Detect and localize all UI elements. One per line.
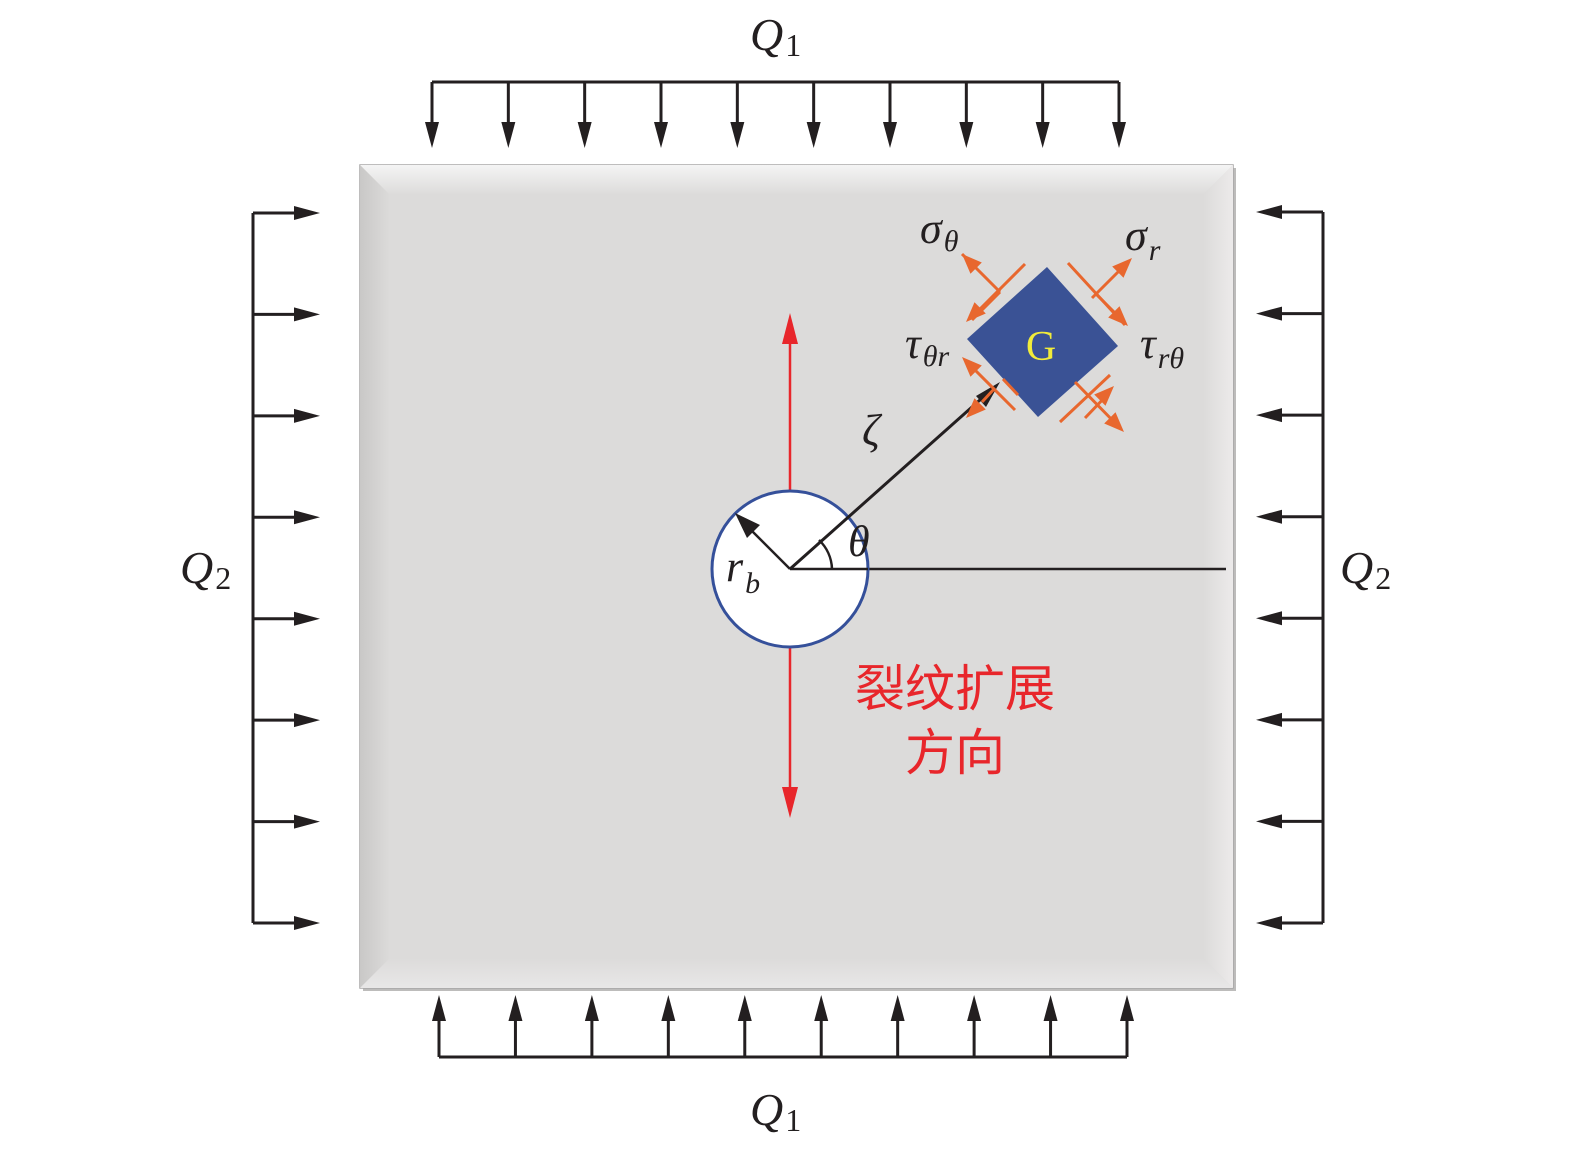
bottom-load-arrow-head: [508, 995, 523, 1021]
crack-direction-arrows: [782, 313, 798, 818]
tau-r-theta-arrow-up: [1094, 386, 1114, 406]
tau-r-theta-arrow-down: [1104, 412, 1124, 432]
tau-theta-r-label: τθr: [905, 319, 949, 373]
top-load-arrow-head: [959, 122, 974, 148]
bottom-load-arrow-head: [890, 995, 905, 1021]
right-load-arrow-head: [1256, 712, 1282, 727]
top-load-label: Q1: [750, 9, 801, 63]
stress-element-label: G: [1026, 324, 1056, 370]
bottom-load-arrow-head: [737, 995, 752, 1021]
top-load-arrow-head: [654, 122, 668, 148]
load-arrows: [251, 80, 1325, 1059]
sigma-theta-label: σθ: [920, 204, 959, 258]
bottom-load-arrow-head: [814, 995, 829, 1021]
top-load-arrow-head: [1112, 122, 1126, 148]
top-load-arrow-head: [425, 122, 439, 148]
sigma-r-arrow-in: [1108, 306, 1128, 326]
angle-label: θ: [848, 517, 870, 566]
crack-arrow-up-head: [782, 313, 798, 344]
bottom-load-arrow-head: [584, 995, 599, 1021]
crack-direction-label-line2: 方向: [905, 724, 1005, 782]
tau-r-theta-label: τrθ: [1140, 319, 1184, 375]
bottom-load-arrow-head: [432, 995, 446, 1021]
stress-arrows: [960, 252, 1132, 432]
left-load-arrow-head: [294, 510, 320, 525]
right-load-arrow-head: [1256, 814, 1282, 829]
top-load-arrow-head: [806, 122, 821, 148]
distance-line: [789, 389, 991, 571]
right-load-arrow-head: [1256, 408, 1282, 423]
tau-theta-r-arrow-up: [962, 357, 982, 377]
top-load-arrow-head: [577, 122, 592, 148]
sigma-theta-arrow-out: [962, 254, 982, 274]
tau-theta-r-arrow-down: [966, 398, 986, 418]
right-load-arrow-head: [1256, 611, 1282, 626]
distance-label: ζ: [862, 406, 883, 455]
tau-theta-r-plane-line: [1001, 377, 1020, 397]
left-load-arrow-head: [294, 611, 320, 626]
right-load-arrow-head: [1256, 306, 1282, 321]
sigma-theta-plane-line: [977, 262, 1027, 312]
bottom-load-label: Q1: [750, 1084, 801, 1138]
right-load-arrow-head: [1256, 205, 1282, 219]
angle-arc: [818, 539, 834, 570]
bottom-load-arrow-head: [1120, 995, 1134, 1021]
left-load-arrow-head: [294, 307, 320, 322]
left-load-arrow-head: [294, 916, 320, 930]
left-load-arrow-head: [294, 713, 320, 728]
right-load-label: Q2: [1340, 542, 1391, 596]
tau-theta-r-line-2: [980, 386, 997, 404]
right-load-arrow-head: [1256, 509, 1282, 524]
sigma-r-label: σr: [1125, 211, 1161, 267]
plate-bevel-left: [360, 165, 390, 988]
sigma-r-arrow-out: [1112, 258, 1132, 278]
radius-label: rb: [726, 542, 760, 600]
plate-bevel-top: [360, 165, 1233, 195]
top-load-arrow-head: [1035, 122, 1050, 148]
top-load-arrow-head: [730, 122, 745, 148]
left-load-arrow-head: [294, 408, 320, 423]
bottom-load-arrow-head: [661, 995, 676, 1021]
left-load-arrow-head: [294, 814, 320, 829]
left-load-label: Q2: [180, 542, 231, 596]
plate-bevel-right: [1203, 165, 1233, 988]
radius-arrow-head: [735, 513, 760, 538]
plate-bevel-bottom: [360, 958, 1233, 988]
tau-r-theta-plane-line: [1058, 373, 1112, 424]
right-load-arrow-head: [1256, 916, 1282, 930]
top-load-arrow-head: [883, 122, 897, 148]
crack-direction-label-line1: 裂纹扩展: [855, 660, 1055, 718]
bottom-load-arrow-head: [1043, 995, 1058, 1021]
sigma-theta-arrow-in: [966, 302, 986, 322]
top-load-arrow-head: [501, 122, 516, 148]
crack-arrow-down-head: [782, 787, 798, 818]
bottom-load-arrow-head: [967, 995, 982, 1021]
left-load-arrow-head: [294, 206, 320, 220]
